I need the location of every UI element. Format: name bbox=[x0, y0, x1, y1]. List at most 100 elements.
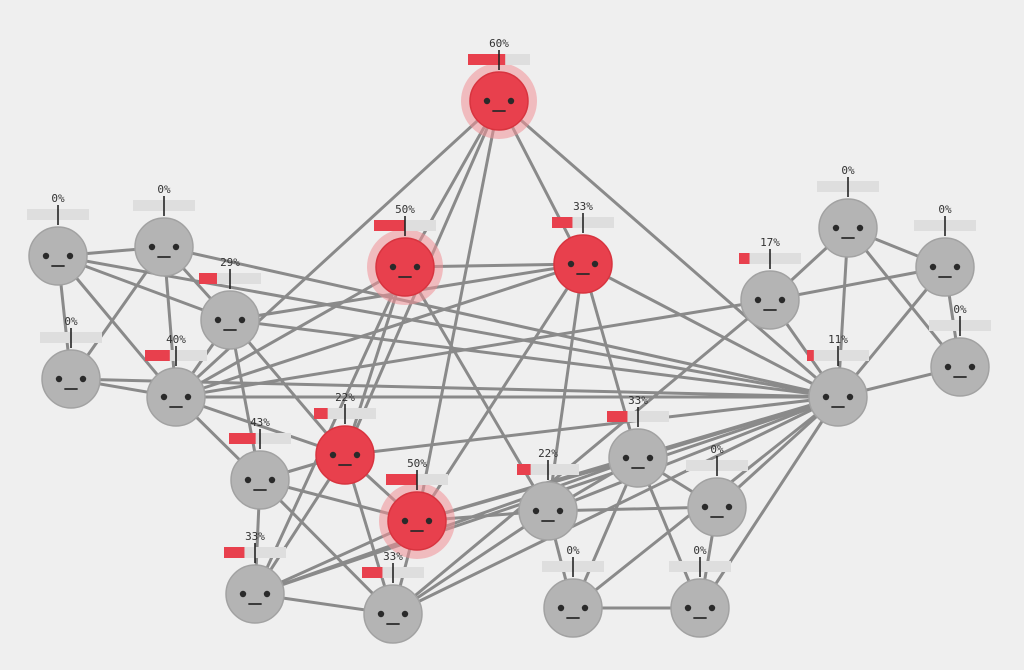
edge bbox=[698, 395, 840, 610]
edge bbox=[391, 509, 550, 616]
infection-bar-fill bbox=[517, 464, 531, 475]
node-body bbox=[363, 584, 423, 644]
infection-percent-label: 11% bbox=[828, 333, 848, 346]
infection-percent-label: 50% bbox=[395, 203, 415, 216]
edge bbox=[56, 254, 232, 322]
infection-bar-fill bbox=[552, 217, 573, 228]
node-body bbox=[553, 234, 613, 294]
node-body bbox=[518, 481, 578, 541]
edge bbox=[391, 395, 840, 616]
edge bbox=[174, 262, 585, 399]
network-node[interactable]: 29% bbox=[199, 256, 261, 350]
neutral-face-icon bbox=[239, 590, 271, 605]
edge bbox=[581, 262, 840, 399]
infection-percent-label: 0% bbox=[841, 164, 855, 177]
neutral-face-icon bbox=[401, 517, 433, 532]
node-body bbox=[930, 337, 990, 397]
edge bbox=[174, 298, 772, 399]
infection-percent-label: 0% bbox=[938, 203, 952, 216]
network-node[interactable]: 0% bbox=[27, 192, 89, 286]
neutral-face-icon bbox=[684, 604, 716, 619]
infection-percent-label: 40% bbox=[166, 333, 186, 346]
infection-percent-label: 0% bbox=[51, 192, 65, 205]
network-node[interactable]: 17% bbox=[739, 236, 801, 330]
neutral-face-icon bbox=[483, 97, 515, 112]
infection-bar-fill bbox=[739, 253, 750, 264]
node-body bbox=[230, 450, 290, 510]
node-body bbox=[740, 270, 800, 330]
network-node[interactable]: 22% bbox=[517, 447, 579, 541]
network-node[interactable]: 0% bbox=[133, 183, 195, 277]
infection-bar-fill bbox=[145, 350, 170, 361]
edge bbox=[343, 395, 840, 457]
edge bbox=[546, 395, 840, 513]
node-body bbox=[818, 198, 878, 258]
edge bbox=[391, 298, 772, 616]
node-body bbox=[200, 290, 260, 350]
node-body bbox=[134, 217, 194, 277]
network-node[interactable]: 33% bbox=[224, 530, 286, 624]
edge bbox=[162, 245, 840, 399]
node-body bbox=[469, 71, 529, 131]
neutral-face-icon bbox=[701, 503, 733, 518]
infection-percent-label: 0% bbox=[64, 315, 78, 328]
node-body bbox=[808, 367, 868, 427]
neutral-face-icon bbox=[622, 454, 654, 469]
network-node[interactable]: 60% bbox=[461, 37, 537, 139]
neutral-face-icon bbox=[55, 375, 87, 390]
neutral-face-icon bbox=[929, 263, 961, 278]
infection-percent-label: 0% bbox=[693, 544, 707, 557]
network-node[interactable]: 40% bbox=[145, 333, 207, 427]
network-node[interactable]: 50% bbox=[367, 203, 443, 305]
infection-percent-label: 33% bbox=[383, 550, 403, 563]
node-body bbox=[146, 367, 206, 427]
infection-percent-label: 0% bbox=[710, 443, 724, 456]
network-node[interactable]: 33% bbox=[607, 394, 669, 488]
node-body bbox=[687, 477, 747, 537]
node-body bbox=[375, 237, 435, 297]
infection-percent-label: 43% bbox=[250, 416, 270, 429]
neutral-face-icon bbox=[754, 296, 786, 311]
network-node[interactable]: 0% bbox=[40, 315, 102, 409]
infection-bar-fill bbox=[807, 350, 814, 361]
edge bbox=[846, 226, 962, 369]
network-node[interactable]: 33% bbox=[362, 550, 424, 644]
neutral-face-icon bbox=[214, 316, 246, 331]
node-body bbox=[543, 578, 603, 638]
infection-bar-fill bbox=[199, 273, 217, 284]
node-body bbox=[41, 349, 101, 409]
edge bbox=[174, 395, 347, 457]
edge bbox=[56, 254, 840, 399]
neutral-face-icon bbox=[42, 252, 74, 267]
edge bbox=[228, 318, 840, 399]
infection-bar-fill bbox=[362, 567, 383, 578]
network-node[interactable]: 0% bbox=[686, 443, 748, 537]
neutral-face-icon bbox=[377, 610, 409, 625]
node-body bbox=[387, 491, 447, 551]
infection-percent-label: 60% bbox=[489, 37, 509, 50]
edge bbox=[497, 99, 840, 399]
network-node[interactable]: 0% bbox=[817, 164, 879, 258]
network-node[interactable]: 11% bbox=[807, 333, 869, 427]
neutral-face-icon bbox=[832, 224, 864, 239]
network-node[interactable]: 33% bbox=[552, 200, 614, 294]
edge bbox=[174, 265, 407, 399]
network-node[interactable]: 0% bbox=[914, 203, 976, 297]
neutral-face-icon bbox=[567, 260, 599, 275]
network-node[interactable]: 0% bbox=[542, 544, 604, 638]
infection-bar-fill bbox=[374, 220, 405, 231]
node-body bbox=[315, 425, 375, 485]
network-node[interactable]: 43% bbox=[229, 416, 291, 510]
neutral-face-icon bbox=[822, 393, 854, 408]
node-body bbox=[915, 237, 975, 297]
network-node[interactable]: 0% bbox=[669, 544, 731, 638]
edge bbox=[581, 262, 640, 460]
neutral-face-icon bbox=[329, 451, 361, 466]
infection-bar-fill bbox=[386, 474, 417, 485]
network-node[interactable]: 0% bbox=[929, 303, 991, 397]
infection-percent-label: 33% bbox=[628, 394, 648, 407]
network-node[interactable]: 50% bbox=[379, 457, 455, 559]
network-node[interactable]: 22% bbox=[314, 391, 376, 485]
infection-percent-label: 29% bbox=[220, 256, 240, 269]
